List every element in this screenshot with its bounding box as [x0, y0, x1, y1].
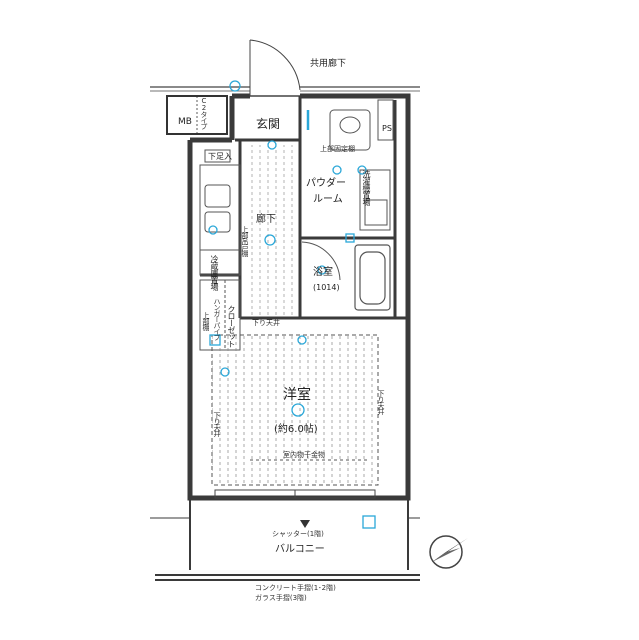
mb-niche [166, 95, 228, 135]
laundry-space-label: 洗濯機置場 [362, 170, 371, 205]
window-sash [214, 489, 376, 499]
powder-room-fixtures [329, 99, 394, 231]
kitchen-counter [199, 149, 241, 276]
indoor-drying-hanger-label: 室内物干金物 [283, 451, 325, 459]
powder-room-label-1: パウダー [306, 178, 346, 189]
mb-label: MB [178, 117, 192, 127]
hallway-label: 廊下 [256, 214, 276, 225]
upper-shelf-label: 上部棚 [202, 312, 210, 330]
lowered-ceiling-outline [211, 334, 379, 486]
closet-label: クローゼット [227, 305, 236, 347]
railing-label-2: ガラス手摺(3階) [255, 594, 307, 602]
upper-cabinet-label: 上部吊戸棚 [241, 226, 249, 256]
hallway-floor [245, 145, 295, 315]
western-room-size-label: (約6.0帖) [274, 424, 318, 435]
western-room-label: 洋室 [283, 387, 311, 403]
bathtub [354, 244, 391, 311]
corridor-lines [150, 86, 420, 92]
balcony-label: バルコニー [275, 544, 325, 555]
bathroom-size-label: (1014) [313, 283, 340, 292]
bathroom-door [301, 241, 341, 281]
shutter-label: シャッター(1階) [272, 530, 324, 538]
lowered-ceiling-left-label: 下り天井 [213, 412, 221, 436]
entrance-label: 玄関 [256, 117, 281, 131]
shoe-box-label: 下足入 [208, 152, 232, 161]
refrigerator-space-label: 冷蔵庫置場 [210, 255, 219, 290]
electrical-symbols [208, 80, 376, 529]
railing-label-1: コンクリート手摺(1･2階) [255, 584, 336, 592]
ps-label: PS [382, 124, 392, 133]
interior-walls [200, 96, 408, 320]
lowered-ceiling-top-label: 下り天井 [252, 319, 280, 327]
western-room-floor [212, 335, 378, 485]
bathroom-label: 浴室 [313, 267, 333, 278]
entrance-door [249, 39, 301, 97]
north-arrow-icon [429, 535, 468, 569]
upper-fixed-shelf-label: 上部固定棚 [320, 145, 355, 153]
common-corridor-label: 共用廊下 [310, 59, 347, 69]
shutter-arrow [300, 520, 310, 528]
powder-room-label-2: ルーム [313, 194, 343, 205]
lowered-ceiling-right-label: 下り天井 [377, 390, 385, 414]
c2-type-label: C2タイプ [200, 97, 208, 129]
hanger-pipe-label: ハンガーパイプ [213, 298, 221, 340]
balcony-outline [150, 498, 420, 581]
